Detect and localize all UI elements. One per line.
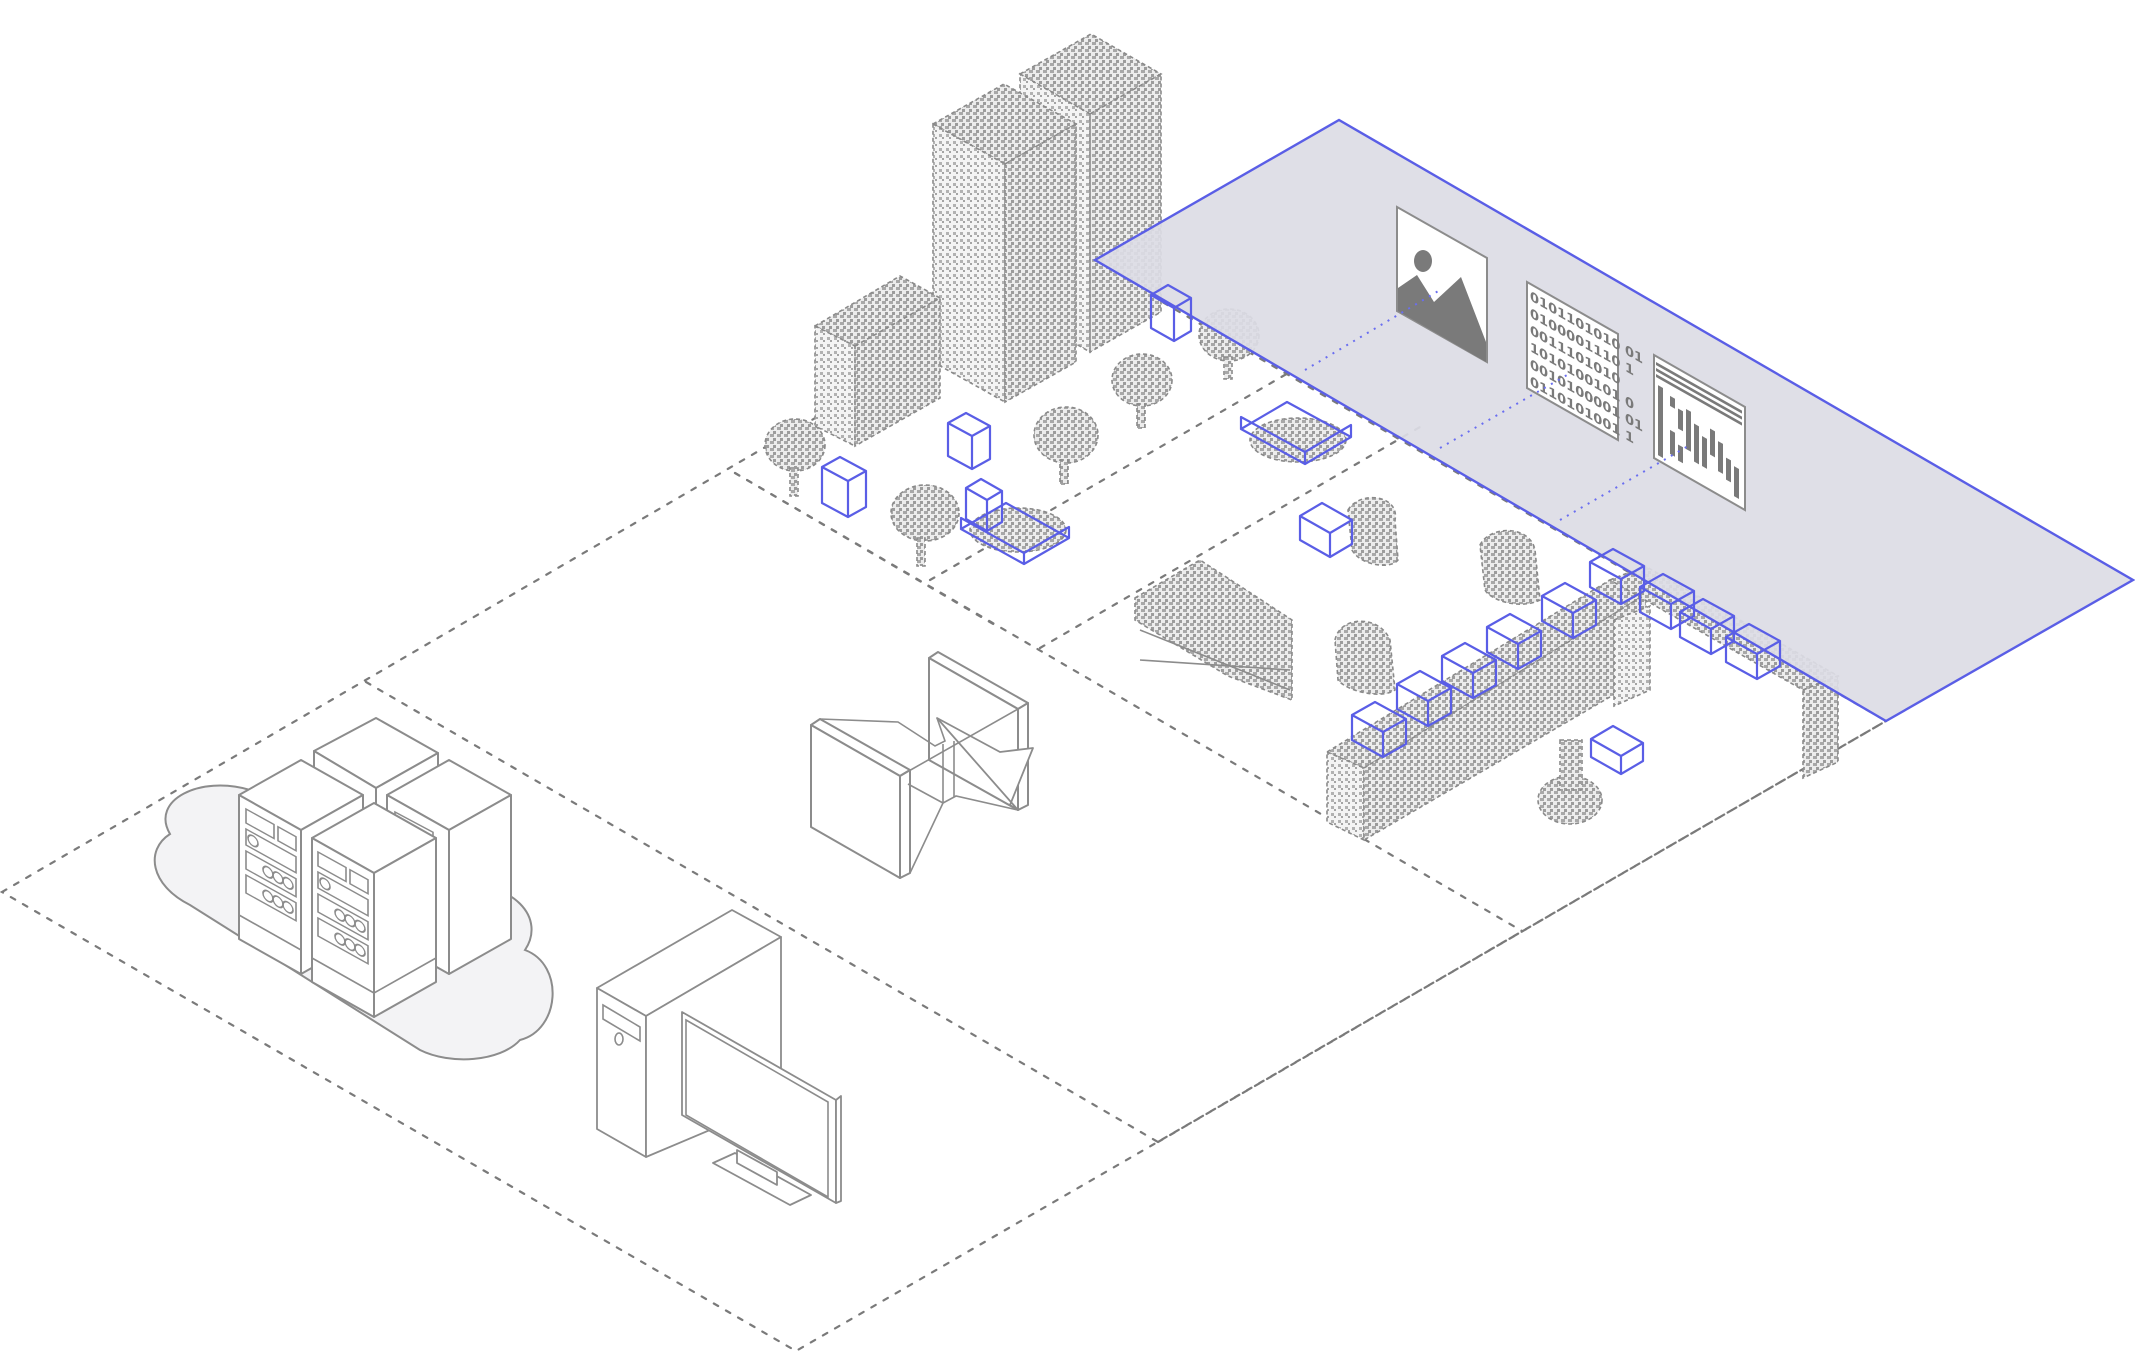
bounding-box-box [1440, 641, 1498, 700]
bounding-boxes [820, 283, 1782, 776]
edge-device-icon [810, 651, 1034, 879]
bounding-box-pedestrian [946, 411, 992, 471]
grid-divider-5 [928, 370, 1292, 582]
bounding-box-box [1298, 501, 1354, 559]
bounding-box-box [1588, 547, 1646, 606]
bounding-box-box [1395, 669, 1453, 728]
bounding-box-pedestrian [964, 477, 1004, 533]
grid-divider-4 [1038, 425, 1422, 650]
projection-rays [1304, 289, 1691, 521]
point-cloud-building [813, 275, 942, 448]
matrix-icon [1653, 353, 1746, 512]
street-edge [733, 471, 1002, 630]
bounding-box-car [1239, 400, 1353, 466]
point-cloud-shelf [1134, 559, 1293, 702]
bounding-box-car [959, 501, 1071, 566]
data-plane: 0101101010 01 0100001110 1 0011101010 10… [1092, 118, 2135, 723]
point-cloud-mobile-robot [1537, 739, 1603, 825]
cloud-zone [153, 717, 554, 1061]
bounding-box-box [1540, 581, 1598, 640]
bounding-box-box [1724, 622, 1782, 681]
grid-divider-3 [1156, 719, 1888, 1144]
point-cloud-building [931, 83, 1078, 404]
bounding-box-box [1350, 700, 1408, 759]
bounding-box-box [1485, 612, 1543, 671]
point-cloud-cars [969, 417, 1347, 553]
grid-divider-2 [733, 471, 1524, 933]
bounding-box-box [1589, 724, 1645, 776]
server-rack-icon [311, 802, 437, 1018]
bounding-box-box [1638, 572, 1696, 631]
image-icon [1396, 205, 1488, 364]
bounding-box-pedestrian [820, 455, 868, 519]
ground-grid-outer [0, 257, 1889, 1353]
point-cloud-robot-arm [1334, 496, 1541, 695]
desktop-computer-icon [596, 909, 842, 1206]
bounding-box-pedestrian [1149, 283, 1193, 343]
